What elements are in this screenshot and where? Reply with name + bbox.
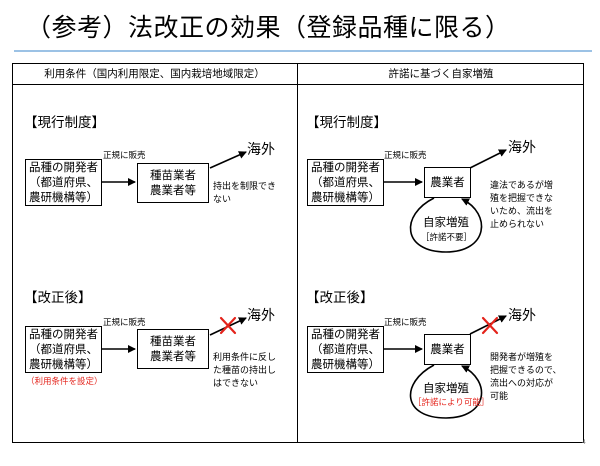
seed-box-left-after: 種苗業者 農業者等 [137,329,209,369]
right-column-header: 許諾に基づく自家増殖 [388,68,494,80]
page-number: 4 [582,439,586,446]
arrow-seed-to-overseas-current [209,151,247,169]
title-underline [14,50,592,52]
note-left-after: 利用条件に反し た種苗の持出し はできない [213,352,276,391]
developer-box-left-current: 品種の開発者 （都道府県、 農研機構等） [25,159,102,206]
note-line: 開発者が増殖を [490,353,554,363]
developer-label: 農研機構等） [311,190,380,204]
note-line: 可能 [490,392,509,402]
farmer-box-right-current: 農業者 [424,167,471,198]
self-propagation-label-right-current: 自家増殖 [423,215,469,229]
by-permission-label: ［許諾により可能］ [413,398,490,408]
developer-box-right-after: 品種の開発者 （都道府県、 農研機構等） [307,326,384,373]
blocked-x-right [481,316,499,335]
self-propagation-loop-current [409,197,483,253]
seed-box-left-current: 種苗業者 農業者等 [137,163,209,203]
legal-sale-label-left-current: 正規に販売 [103,151,146,161]
developer-label: 農研機構等） [29,190,98,204]
developer-box-right-current: 品種の開発者 （都道府県、 農研機構等） [307,159,384,206]
arrow-farmer-to-overseas-after [469,315,507,335]
overseas-label-right-after: 海外 [508,308,536,324]
note-line: 違法であるが増 [490,181,553,191]
blocked-x-left [219,316,237,335]
left-column-header: 利用条件（国内利用限定、国内栽培地域限定） [44,68,265,80]
note-line: た種苗の持出し [213,366,277,376]
developer-label: 農研機構等） [311,357,380,371]
developer-label: （都道府県、 [311,175,380,189]
seed-label: 農業者等 [150,183,196,197]
note-right-current: 違法であるが増 殖を把握できな いため、流出を 止められない [490,180,553,232]
developer-label: 農研機構等） [29,357,98,371]
seed-label: 種苗業者 [150,334,196,348]
note-line: 殖を把握できな [490,194,554,204]
farmer-box-right-after: 農業者 [424,334,471,365]
legal-sale-label-left-after: 正規に販売 [103,318,146,328]
note-left-current: 持出を制限でき ない [213,181,276,207]
developer-box-left-after: 品種の開発者 （都道府県、 農研機構等） [25,326,102,373]
developer-label: 品種の開発者 [311,160,380,174]
developer-label: 品種の開発者 [29,160,98,174]
overseas-label-left-current: 海外 [247,142,275,158]
self-propagation-label-right-after: 自家増殖 [423,381,469,395]
left-after-section-title: 【改正後】 [24,290,92,306]
developer-label: （都道府県、 [29,342,98,356]
note-line: 利用条件に反し [213,353,277,363]
note-line: 止められない [490,220,545,230]
note-line: 持出を制限でき [213,182,277,192]
left-current-section-title: 【現行制度】 [24,115,105,131]
column-divider [297,63,298,443]
self-propagation-loop-after [409,364,483,419]
right-after-section-title: 【改正後】 [306,290,374,306]
overseas-label-right-current: 海外 [508,140,536,156]
note-line: いため、流出を [490,207,554,217]
overseas-label-left-after: 海外 [247,308,275,324]
no-permission-needed-label: ［許諾不要］ [421,233,473,243]
developer-label: 品種の開発者 [311,327,380,341]
developer-label: （都道府県、 [29,175,98,189]
header-divider [12,84,584,85]
note-line: ない [213,195,232,205]
developer-label: （都道府県、 [311,342,380,356]
note-right-after: 開発者が増殖を 把握できるので、 流出への対応が 可能 [490,352,561,404]
set-conditions-label: （利用条件を設定） [26,377,103,387]
note-line: 把握できるので、 [490,366,562,376]
arrow-farmer-to-overseas-current [469,149,507,169]
legal-sale-label-right-current: 正規に販売 [384,151,427,161]
note-line: 流出への対応が [490,379,554,389]
seed-label: 農業者等 [150,349,196,363]
page-title: （参考）法改正の効果（登録品種に限る） [26,13,511,42]
legal-sale-label-right-after: 正規に販売 [384,318,427,328]
right-current-section-title: 【現行制度】 [306,115,387,131]
seed-label: 種苗業者 [150,168,196,182]
note-line: はできない [213,379,259,389]
developer-label: 品種の開発者 [29,327,98,341]
comparison-table-frame [12,63,584,443]
